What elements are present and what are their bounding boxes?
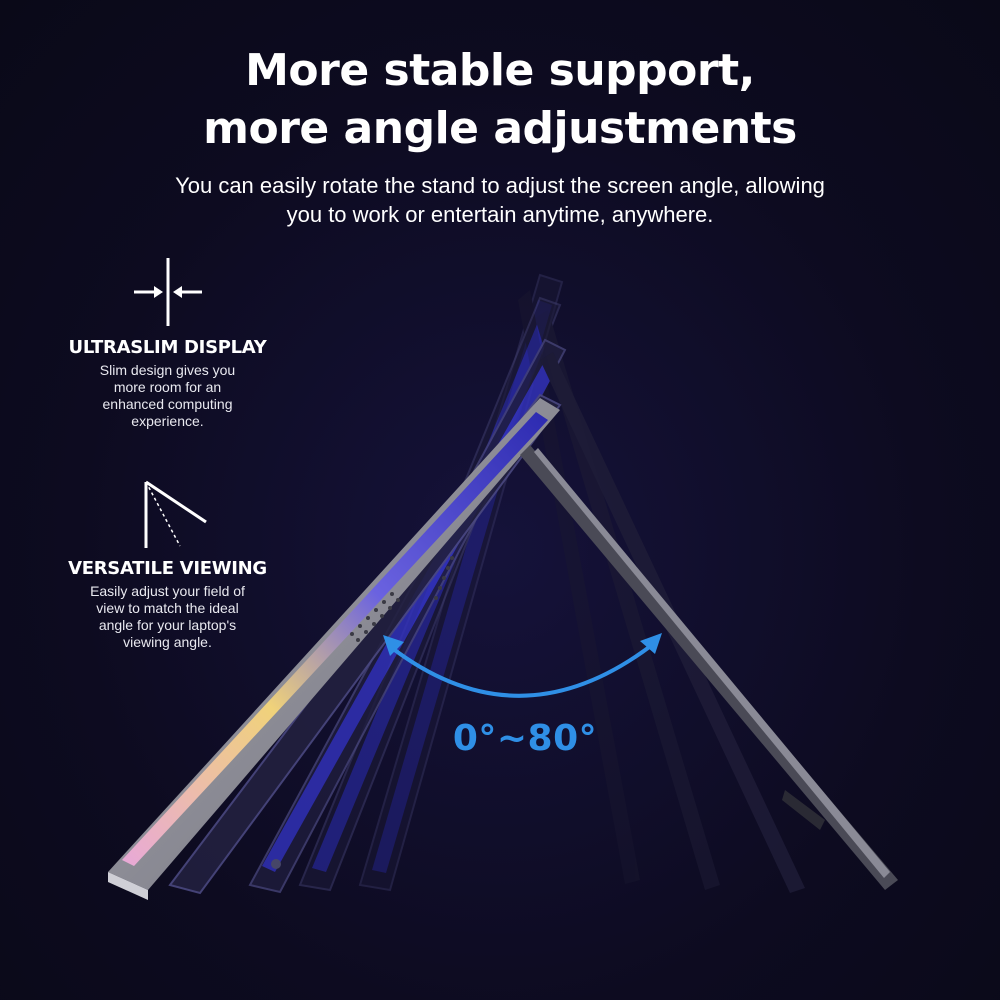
feature-description: Easily adjust your field of view to matc…: [73, 583, 263, 651]
feature-desc-line: view to match the ideal: [96, 600, 239, 616]
feature-versatile-viewing: VERSATILE VIEWING Easily adjust your fie…: [40, 558, 295, 651]
feature-desc-line: Easily adjust your field of: [90, 583, 245, 599]
subheadline-line-1: You can easily rotate the stand to adjus…: [175, 173, 825, 198]
front-monitor: [108, 398, 898, 900]
feature-ultraslim: ULTRASLIM DISPLAY Slim design gives you …: [40, 337, 295, 430]
ultraslim-arrows-icon: [134, 258, 202, 326]
feature-desc-line: enhanced computing: [102, 396, 233, 412]
subheadline-line-2: you to work or entertain anytime, anywhe…: [286, 202, 714, 227]
subheadline: You can easily rotate the stand to adjus…: [0, 171, 1000, 229]
viewing-angle-icon: [144, 480, 207, 548]
rotation-arc: [383, 633, 662, 698]
angle-range-label: 0°~80°: [452, 718, 598, 759]
feature-desc-line: more room for an: [113, 379, 222, 395]
feature-desc-line: viewing angle.: [123, 634, 212, 650]
headline-line-1: More stable support,: [245, 45, 755, 96]
feature-description: Slim design gives you more room for an e…: [73, 362, 263, 430]
headline: More stable support, more angle adjustme…: [0, 42, 1000, 158]
feature-desc-line: experience.: [131, 413, 204, 429]
feature-title: ULTRASLIM DISPLAY: [68, 337, 267, 358]
feature-title: VERSATILE VIEWING: [68, 558, 267, 579]
feature-desc-line: Slim design gives you: [99, 362, 236, 378]
feature-desc-line: angle for your laptop's: [98, 617, 237, 633]
headline-line-2: more angle adjustments: [203, 103, 797, 154]
